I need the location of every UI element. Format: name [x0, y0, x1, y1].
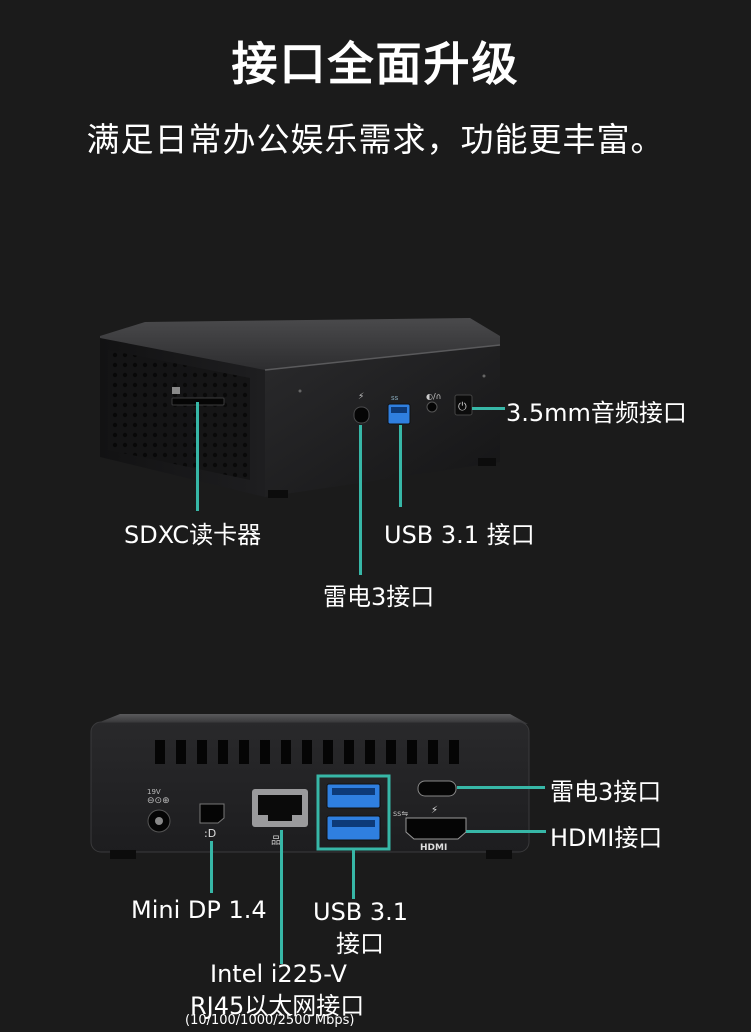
- ethernet-label-line2: RJ45以太网接口: [190, 992, 365, 1020]
- svg-text:◐/∩: ◐/∩: [426, 392, 442, 401]
- hdmi-leader: [466, 830, 546, 833]
- sd-reader-label: SDXC读卡器: [124, 521, 262, 549]
- power-rating-text: 19V: [147, 788, 161, 796]
- usb-rear-label-line2: 接口: [336, 930, 384, 958]
- usb-port-rear-bottom: [326, 815, 381, 841]
- minidp-leader: [210, 841, 213, 893]
- ethernet-label-line3: (10/100/1000/2500 Mbps): [185, 1013, 355, 1028]
- svg-text:⚡: ⚡: [358, 392, 364, 402]
- front-face: [265, 345, 500, 497]
- vent-grill: [108, 350, 250, 480]
- thunderbolt-port-front: [353, 406, 370, 424]
- svg-text:ss: ss: [391, 394, 399, 402]
- page-title: 接口全面升级: [231, 37, 520, 91]
- page-subtitle: 满足日常办公娱乐需求，功能更丰富。: [86, 120, 665, 159]
- usb-leader-line: [399, 425, 402, 507]
- usb-rear-leader: [352, 849, 355, 899]
- thunderbolt-leader-line: [359, 425, 362, 575]
- ethernet-label-line1: Intel i225-V: [210, 960, 347, 988]
- audio-leader-line: [472, 407, 505, 410]
- minidp-port: [199, 803, 225, 824]
- audio-jack: [426, 401, 438, 413]
- thunderbolt-port-rear: [417, 780, 457, 797]
- thunderbolt-rear-leader: [457, 786, 545, 789]
- svg-text:⊖⊙⊕: ⊖⊙⊕: [147, 796, 170, 806]
- svg-text:⏻: ⏻: [458, 400, 467, 413]
- ethernet-leader: [280, 830, 283, 964]
- svg-text:品: 品: [271, 835, 281, 847]
- sd-leader-line: [196, 402, 199, 511]
- svg-text:ss⇋: ss⇋: [393, 809, 408, 818]
- svg-text::D: :D: [204, 827, 216, 840]
- hdmi-port: [405, 817, 467, 840]
- minidp-label: Mini DP 1.4: [131, 896, 267, 924]
- usb-rear-label-line1: USB 3.1: [313, 898, 409, 926]
- rear-vents: [155, 740, 459, 764]
- audio-port-label: 3.5mm音频接口: [506, 399, 687, 427]
- thunderbolt-rear-label: 雷电3接口: [550, 778, 662, 806]
- hdmi-label: HDMI接口: [550, 824, 663, 852]
- usb-front-label: USB 3.1 接口: [384, 521, 535, 549]
- power-button: [454, 394, 473, 416]
- thunderbolt-front-label: 雷电3接口: [323, 583, 435, 611]
- usb-port-rear-top: [326, 783, 381, 809]
- svg-text:⚡: ⚡: [431, 805, 438, 816]
- hdmi-port-text: HDMI: [420, 843, 447, 853]
